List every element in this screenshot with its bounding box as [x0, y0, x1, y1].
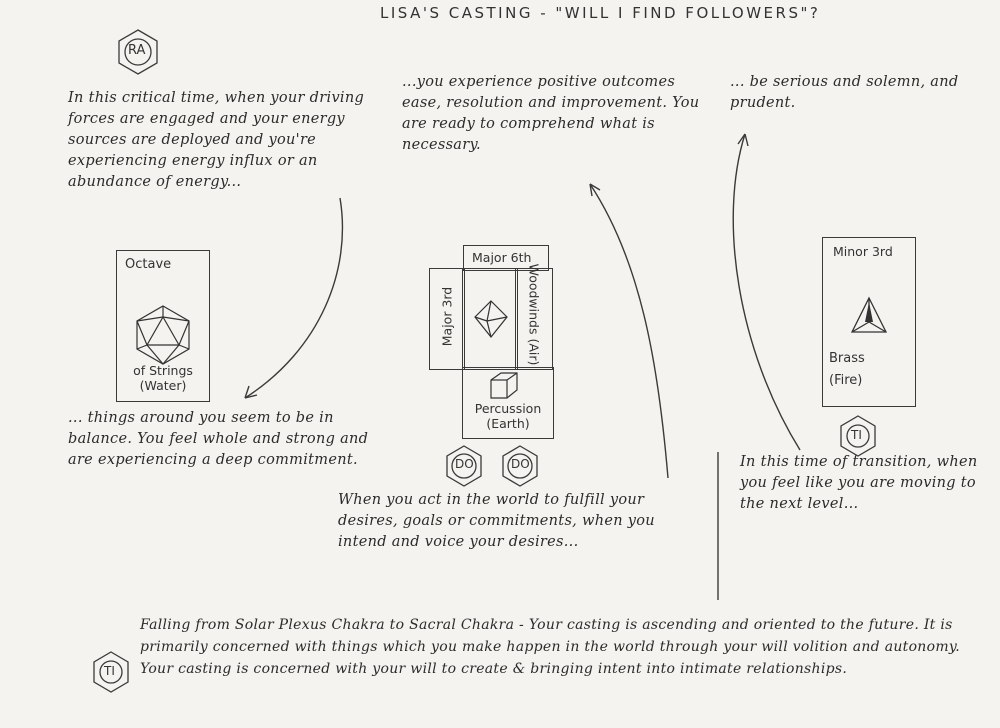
- octave-card-top: Octave: [125, 257, 171, 272]
- octave-card-bottom: of Strings (Water): [121, 363, 205, 393]
- octahedron-icon: [473, 299, 509, 339]
- percussion-card: Percussion (Earth): [462, 367, 554, 439]
- percussion-label: Percussion (Earth): [465, 401, 551, 431]
- right-middle-text: In this time of transition, when you fee…: [740, 452, 990, 515]
- ti-badge-footer-label: TI: [104, 664, 115, 678]
- octave-card: Octave of Strings (Water): [116, 250, 210, 402]
- top-right-text: ... be serious and solemn, and prudent.: [730, 72, 990, 114]
- major-3rd-label: Major 3rd: [440, 268, 455, 366]
- icosahedron-icon: [131, 303, 195, 367]
- do-badge-2-label: DO: [511, 457, 530, 471]
- minor-3rd-bottom: Brass (Fire): [829, 348, 899, 392]
- top-left-text: In this critical time, when your driving…: [68, 88, 388, 193]
- bottom-center-text: When you act in the world to fulfill you…: [338, 490, 708, 553]
- mid-left-text: ... things around you seem to be in bala…: [68, 408, 388, 471]
- minor-3rd-label: Minor 3rd: [833, 244, 893, 259]
- ti-badge-label: TI: [851, 428, 862, 442]
- do-badge-1-label: DO: [455, 457, 474, 471]
- ra-badge-label: RA: [128, 43, 145, 58]
- tetrahedron-icon: [849, 296, 889, 336]
- footer-text: Falling from Solar Plexus Chakra to Sacr…: [140, 614, 980, 680]
- woodwinds-label: Woodwinds (Air): [527, 263, 542, 367]
- major-3rd-card: Major 3rd: [429, 268, 465, 370]
- minor-3rd-card: Minor 3rd Brass (Fire): [822, 237, 916, 407]
- major-6th-label: Major 6th: [472, 250, 531, 265]
- center-card: [462, 268, 518, 370]
- top-center-text: ...you experience positive outcomes ease…: [402, 72, 702, 156]
- woodwinds-card: Woodwinds (Air): [515, 268, 553, 370]
- cube-icon: [487, 370, 521, 402]
